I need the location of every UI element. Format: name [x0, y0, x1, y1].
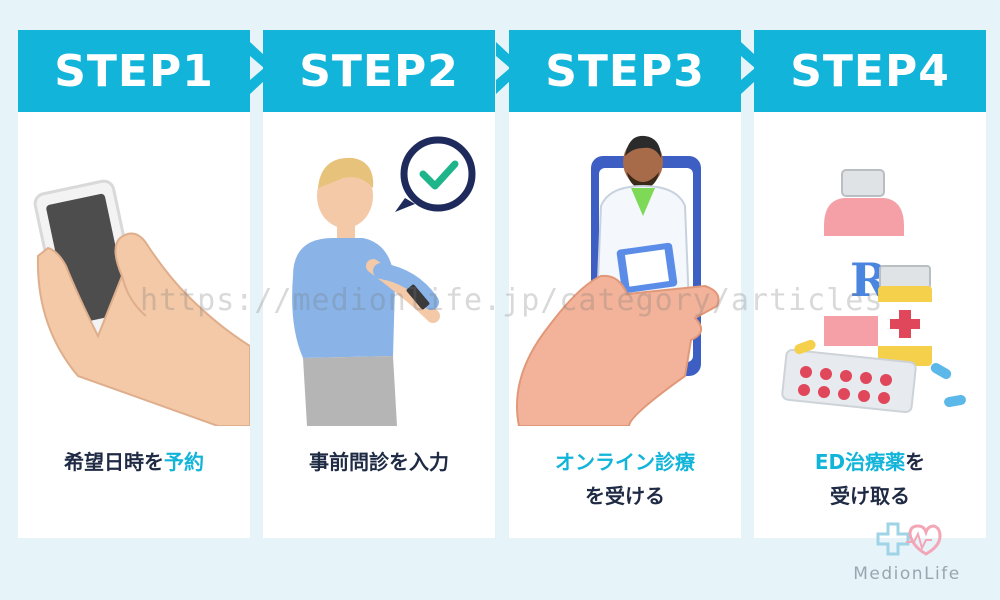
chevron-right-icon [250, 42, 278, 94]
step1-caption: 希望日時を予約 [18, 445, 250, 479]
medical-heart-logo-icon [876, 522, 942, 556]
man-typing-phone-illustration [292, 136, 476, 426]
step1-caption-accent: 予約 [164, 450, 204, 474]
step4-caption-line1: ED治療薬を [754, 445, 986, 479]
doctor-video-call-illustration [516, 135, 720, 426]
step4-caption-accent: ED治療薬 [814, 450, 906, 474]
step3-card: STEP3 オンライン診療 を受ける [509, 30, 741, 538]
step4-caption-text: を [905, 450, 926, 474]
step1-header: STEP1 [18, 30, 250, 112]
step3-caption-line2: を受ける [585, 484, 665, 508]
brand-logo: MedionLife [842, 520, 972, 584]
step2-header: STEP2 [263, 30, 495, 112]
chevron-right-icon [741, 42, 769, 94]
step1-card: STEP1 希望日時を予約 [18, 30, 250, 538]
hand-smartphone-illustration [33, 179, 250, 426]
step4-header: STEP4 [754, 30, 986, 112]
step2-card: STEP2 事前問診を入力 [263, 30, 495, 538]
step1-caption-text: 希望日時を [64, 450, 164, 474]
step2-caption-text: 事前問診を入力 [309, 450, 449, 474]
chevron-right-icon [496, 42, 524, 94]
step3-caption: オンライン診療 を受ける [509, 445, 741, 513]
step4-card: STEP4 R ED治療薬を 受け取る [754, 30, 986, 538]
brand-name: MedionLife [853, 564, 961, 584]
step4-caption-line2: 受け取る [830, 484, 910, 508]
check-bubble-icon [395, 136, 476, 212]
step2-caption: 事前問診を入力 [263, 445, 495, 479]
medicine-bottles-illustration: R [781, 169, 966, 414]
step3-header: STEP3 [509, 30, 741, 112]
step3-caption-line1: オンライン診療 [555, 450, 695, 474]
step4-caption: ED治療薬を 受け取る [754, 445, 986, 513]
